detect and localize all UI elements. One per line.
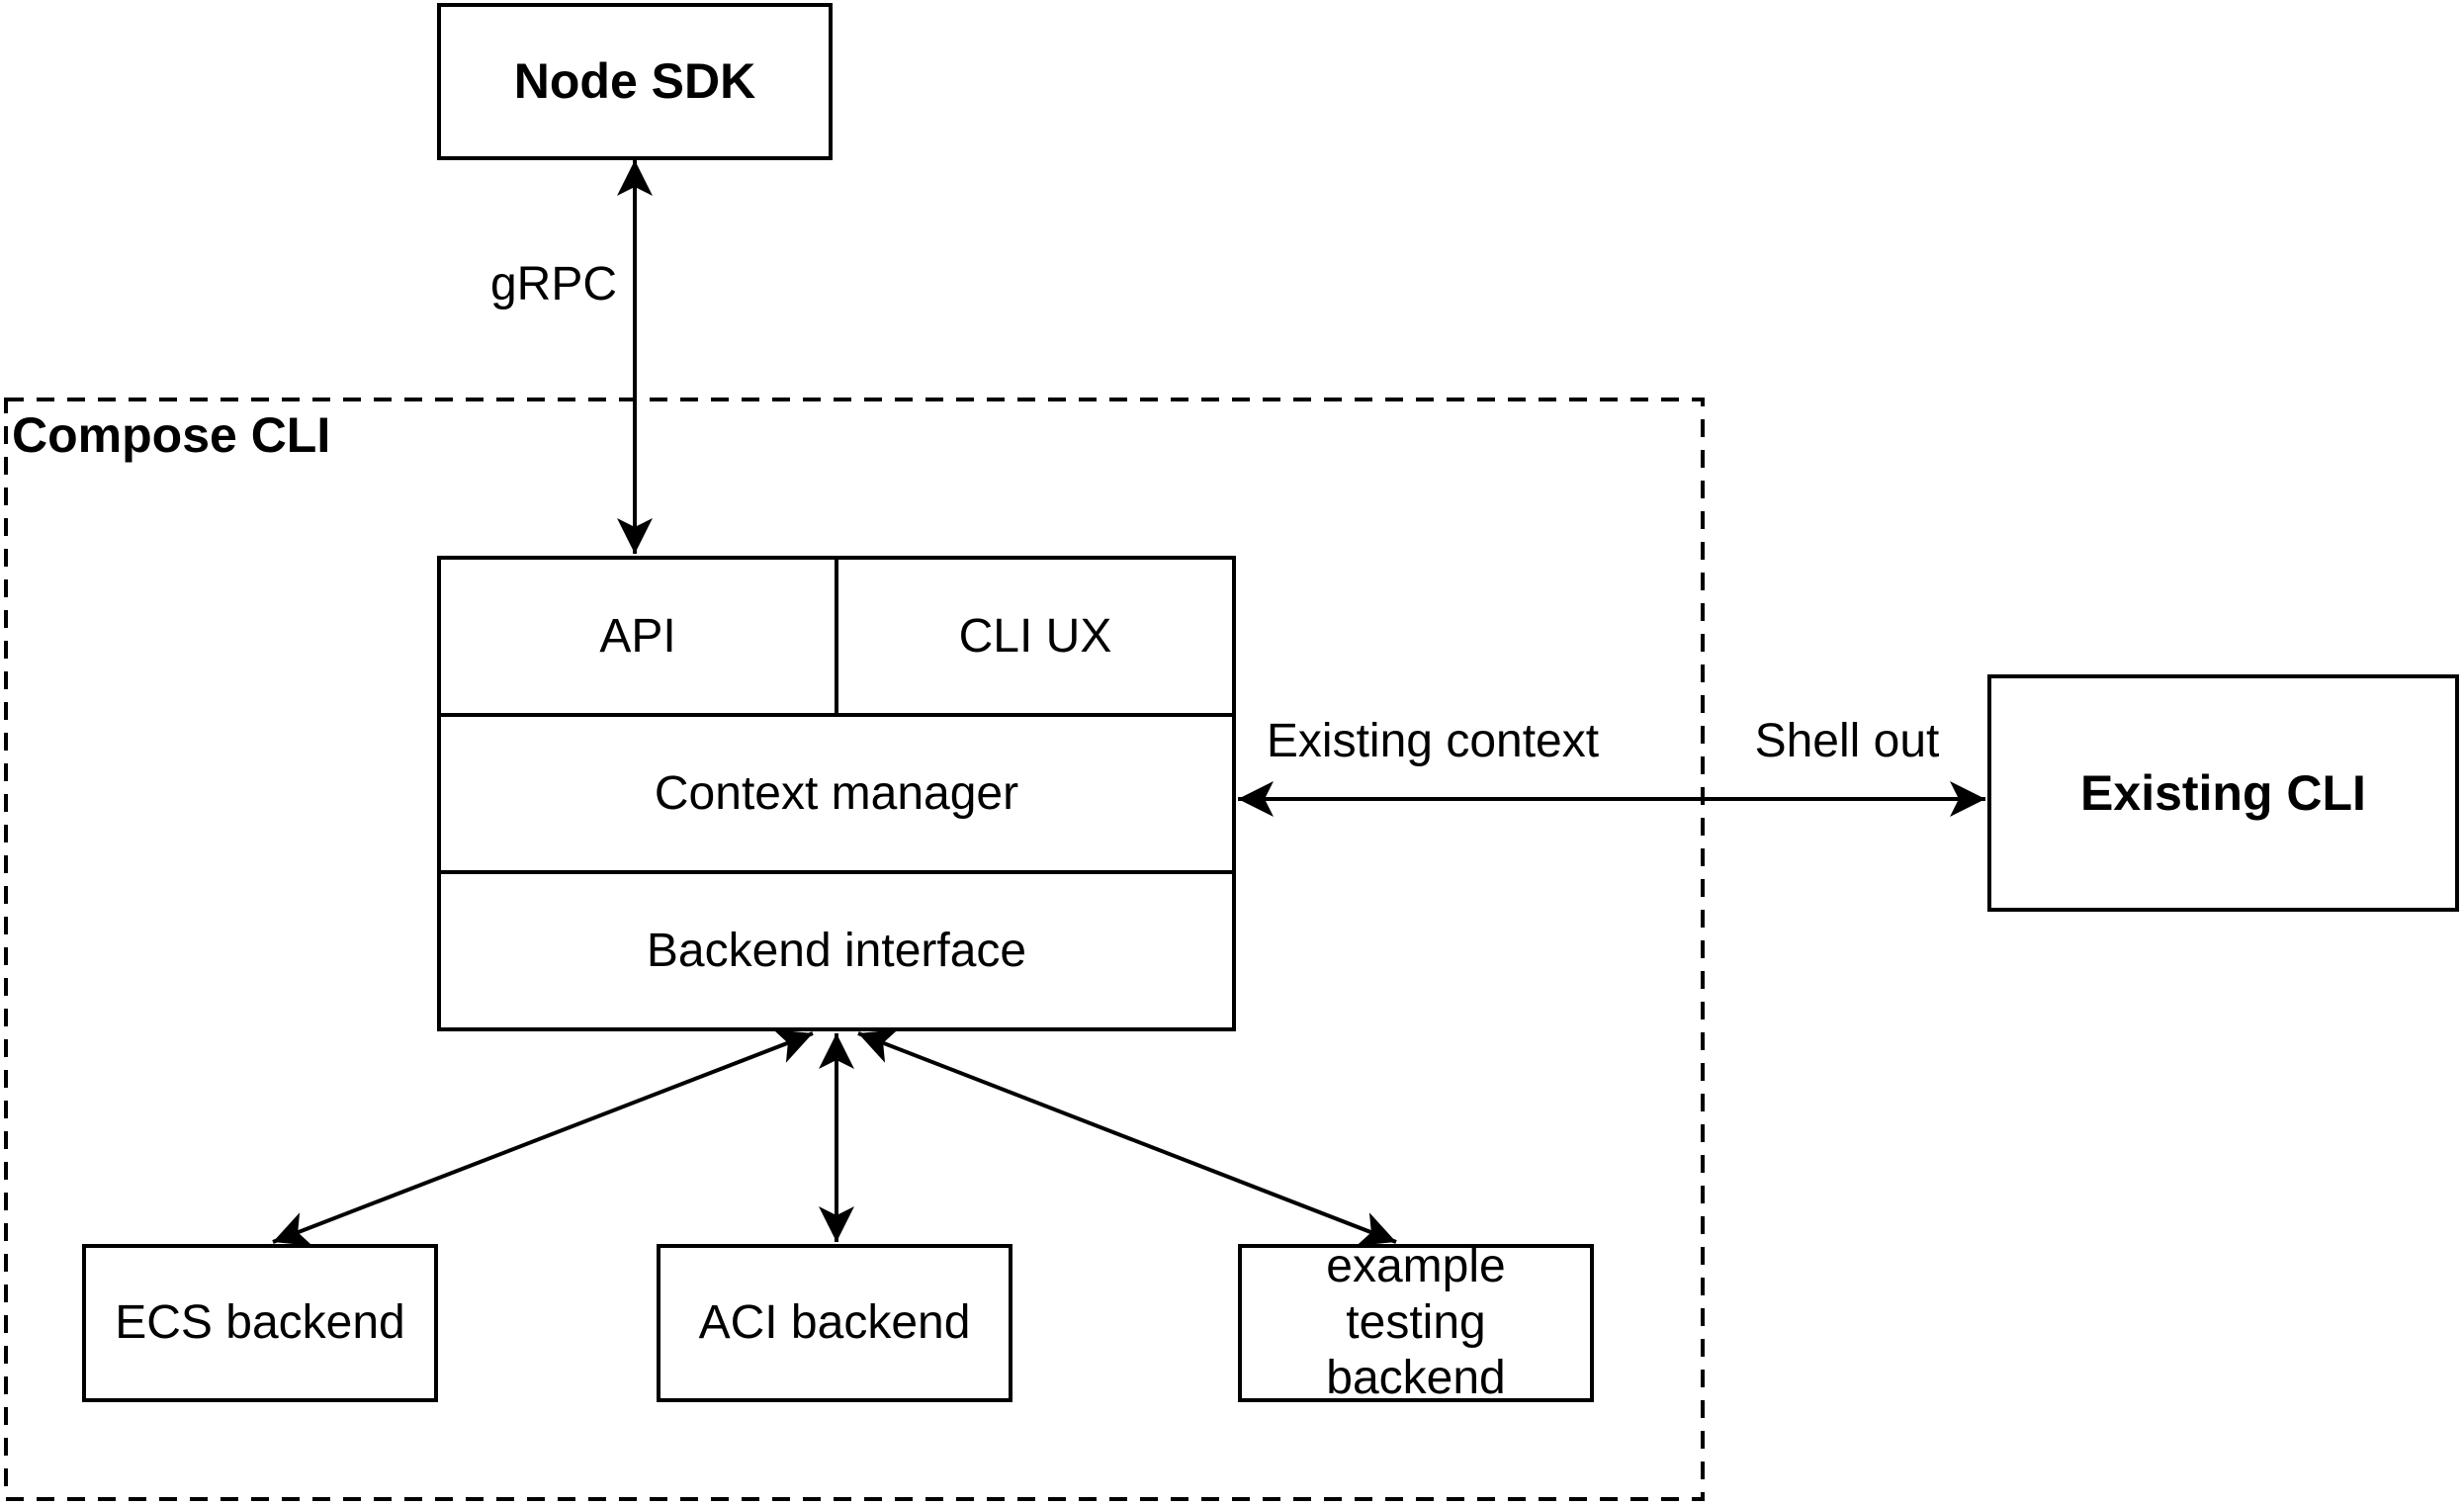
backend-interface-cell: Backend interface [441, 870, 1232, 1027]
ecs-backend-label: ECS backend [115, 1295, 405, 1349]
shell-out-edge-label: Shell out [1754, 715, 1940, 767]
example-testing-backend-box: example testing backend [1238, 1240, 1594, 1404]
cli-ux-label: CLI UX [958, 610, 1112, 663]
node-sdk-box: Node SDK [437, 3, 833, 160]
compose-cli-container-label: Compose CLI [12, 407, 331, 463]
api-cell: API [441, 560, 835, 713]
compose-cli-container-border [4, 398, 1705, 1501]
node-sdk-label: Node SDK [513, 53, 756, 109]
cli-ux-cell: CLI UX [835, 560, 1232, 713]
existing-context-edge-label: Existing context [1266, 715, 1600, 767]
context-manager-cell: Context manager [441, 713, 1232, 870]
example-testing-backend-arrow [857, 1029, 1397, 1246]
existing-cli-box: Existing CLI [1987, 674, 2459, 912]
stack-top-row: API CLI UX [441, 560, 1232, 713]
backend-interface-label: Backend interface [646, 925, 1027, 977]
ecs-backend-arrow [272, 1029, 814, 1246]
aci-backend-label: ACI backend [698, 1295, 971, 1349]
existing-cli-label: Existing CLI [2080, 764, 2366, 821]
example-testing-backend-label: example testing backend [1326, 1240, 1506, 1405]
api-label: API [599, 610, 676, 663]
grpc-edge-label: gRPC [489, 258, 617, 310]
aci-backend-box: ACI backend [657, 1244, 1012, 1402]
context-manager-label: Context manager [654, 767, 1019, 820]
ecs-backend-box: ECS backend [82, 1244, 438, 1402]
compose-cli-stack-box: API CLI UX Context manager Backend inter… [437, 556, 1236, 1031]
